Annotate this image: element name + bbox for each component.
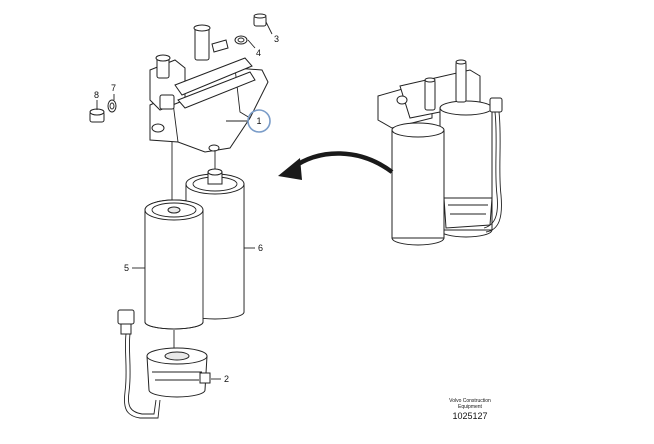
washer-7 xyxy=(107,99,117,113)
seal-ring-4 xyxy=(234,35,248,45)
filter-head-bracket xyxy=(149,24,269,153)
company-name-line1: Volvo Construction xyxy=(449,398,491,404)
water-separator-bowl-2 xyxy=(146,330,211,398)
callout-label-2: 2 xyxy=(224,374,229,384)
callout-label-8: 8 xyxy=(94,90,99,100)
callout-label-3: 3 xyxy=(274,34,279,44)
callout-label-6: 6 xyxy=(258,243,263,253)
callout-label-4: 4 xyxy=(256,48,261,58)
callout-label-7: 7 xyxy=(111,83,116,93)
callout-1: 1 xyxy=(247,109,271,133)
direction-arrow-icon xyxy=(278,151,394,180)
plug-3 xyxy=(253,13,267,27)
fuel-filter-5-front xyxy=(144,199,204,330)
callout-label-1: 1 xyxy=(256,116,261,126)
figure-number: 1025127 xyxy=(452,411,488,421)
assembled-filter-unit xyxy=(377,59,503,246)
plug-8 xyxy=(89,108,105,123)
company-name-line2: Equipment xyxy=(458,404,482,410)
callout-label-5: 5 xyxy=(124,263,129,273)
sensor-cable xyxy=(117,309,161,419)
figure-footer: Volvo Construction Equipment 1025127 xyxy=(440,398,500,422)
